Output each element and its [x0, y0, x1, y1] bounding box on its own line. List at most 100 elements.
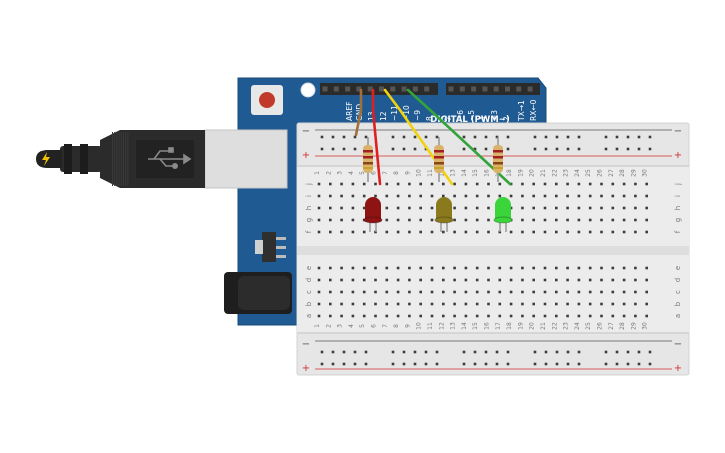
breadboard-hole[interactable] — [634, 206, 637, 210]
breadboard-hole[interactable] — [453, 302, 456, 306]
breadboard-hole[interactable] — [555, 135, 559, 139]
breadboard-hole[interactable] — [317, 218, 321, 222]
breadboard-hole[interactable] — [566, 194, 569, 198]
breadboard-hole[interactable] — [464, 266, 468, 270]
breadboard-hole[interactable] — [600, 302, 603, 306]
breadboard-hole[interactable] — [351, 194, 355, 198]
breadboard-hole[interactable] — [600, 290, 603, 294]
breadboard-hole[interactable] — [622, 206, 626, 210]
breadboard-hole[interactable] — [532, 266, 535, 270]
breadboard-hole[interactable] — [487, 314, 490, 318]
breadboard-hole[interactable] — [637, 135, 641, 139]
breadboard-hole[interactable] — [634, 194, 637, 198]
breadboard-hole[interactable] — [413, 135, 417, 139]
breadboard-hole[interactable] — [329, 230, 332, 234]
breadboard-hole[interactable] — [351, 290, 355, 294]
breadboard-hole[interactable] — [645, 206, 648, 210]
breadboard-hole[interactable] — [484, 362, 488, 366]
header-pin[interactable] — [379, 86, 384, 92]
breadboard-hole[interactable] — [544, 350, 548, 354]
breadboard-hole[interactable] — [506, 147, 510, 151]
breadboard-hole[interactable] — [622, 218, 626, 222]
breadboard-hole[interactable] — [543, 278, 547, 282]
breadboard-hole[interactable] — [413, 147, 417, 151]
breadboard-hole[interactable] — [430, 206, 434, 210]
breadboard-hole[interactable] — [396, 314, 400, 318]
breadboard-hole[interactable] — [320, 135, 324, 139]
breadboard-hole[interactable] — [475, 218, 479, 222]
breadboard[interactable]: − − + + − − + + 112233445566778899101011… — [296, 122, 690, 376]
breadboard-hole[interactable] — [340, 314, 343, 318]
breadboard-hole[interactable] — [645, 290, 648, 294]
breadboard-hole[interactable] — [408, 290, 411, 294]
breadboard-hole[interactable] — [600, 266, 603, 270]
breadboard-hole[interactable] — [331, 147, 335, 151]
breadboard-hole[interactable] — [329, 206, 332, 210]
breadboard-hole[interactable] — [622, 314, 626, 318]
breadboard-hole[interactable] — [419, 278, 422, 282]
breadboard-hole[interactable] — [532, 302, 535, 306]
breadboard-hole[interactable] — [521, 218, 524, 222]
header-pin[interactable] — [516, 86, 522, 92]
breadboard-hole[interactable] — [645, 314, 648, 318]
breadboard-hole[interactable] — [408, 230, 411, 234]
breadboard-hole[interactable] — [442, 314, 445, 318]
breadboard-hole[interactable] — [626, 135, 630, 139]
breadboard-hole[interactable] — [509, 314, 513, 318]
breadboard-hole[interactable] — [588, 218, 592, 222]
breadboard-hole[interactable] — [320, 350, 324, 354]
breadboard-hole[interactable] — [329, 278, 332, 282]
breadboard-hole[interactable] — [419, 266, 422, 270]
breadboard-hole[interactable] — [408, 266, 411, 270]
breadboard-hole[interactable] — [611, 278, 615, 282]
usb-cable[interactable] — [36, 129, 288, 189]
breadboard-hole[interactable] — [430, 194, 434, 198]
breadboard-hole[interactable] — [626, 350, 630, 354]
breadboard-hole[interactable] — [634, 230, 637, 234]
breadboard-hole[interactable] — [419, 314, 422, 318]
breadboard-hole[interactable] — [588, 266, 592, 270]
breadboard-hole[interactable] — [645, 266, 648, 270]
breadboard-hole[interactable] — [475, 206, 479, 210]
breadboard-hole[interactable] — [475, 314, 479, 318]
breadboard-hole[interactable] — [430, 182, 434, 186]
breadboard-hole[interactable] — [611, 206, 615, 210]
breadboard-hole[interactable] — [317, 314, 321, 318]
header-pin[interactable] — [424, 86, 430, 92]
breadboard-hole[interactable] — [374, 278, 377, 282]
breadboard-hole[interactable] — [362, 290, 366, 294]
breadboard-hole[interactable] — [498, 278, 502, 282]
breadboard-hole[interactable] — [509, 266, 513, 270]
breadboard-hole[interactable] — [351, 278, 355, 282]
breadboard-hole[interactable] — [340, 194, 343, 198]
breadboard-hole[interactable] — [622, 194, 626, 198]
breadboard-hole[interactable] — [462, 350, 466, 354]
breadboard-hole[interactable] — [442, 230, 445, 234]
breadboard-hole[interactable] — [487, 266, 490, 270]
breadboard-hole[interactable] — [362, 266, 366, 270]
breadboard-hole[interactable] — [402, 362, 406, 366]
breadboard-hole[interactable] — [588, 314, 592, 318]
breadboard-hole[interactable] — [342, 147, 346, 151]
breadboard-hole[interactable] — [566, 135, 570, 139]
breadboard-hole[interactable] — [430, 218, 434, 222]
breadboard-hole[interactable] — [442, 194, 445, 198]
breadboard-hole[interactable] — [353, 350, 357, 354]
breadboard-hole[interactable] — [408, 278, 411, 282]
breadboard-hole[interactable] — [645, 278, 648, 282]
breadboard-hole[interactable] — [331, 350, 335, 354]
breadboard-hole[interactable] — [634, 278, 637, 282]
breadboard-hole[interactable] — [626, 362, 630, 366]
breadboard-hole[interactable] — [543, 290, 547, 294]
breadboard-hole[interactable] — [521, 290, 524, 294]
breadboard-hole[interactable] — [566, 206, 569, 210]
breadboard-hole[interactable] — [506, 362, 510, 366]
breadboard-hole[interactable] — [555, 182, 558, 186]
breadboard-hole[interactable] — [442, 182, 445, 186]
breadboard-hole[interactable] — [600, 182, 603, 186]
breadboard-hole[interactable] — [396, 194, 400, 198]
breadboard-hole[interactable] — [555, 218, 558, 222]
breadboard-hole[interactable] — [362, 302, 366, 306]
breadboard-hole[interactable] — [364, 135, 368, 139]
